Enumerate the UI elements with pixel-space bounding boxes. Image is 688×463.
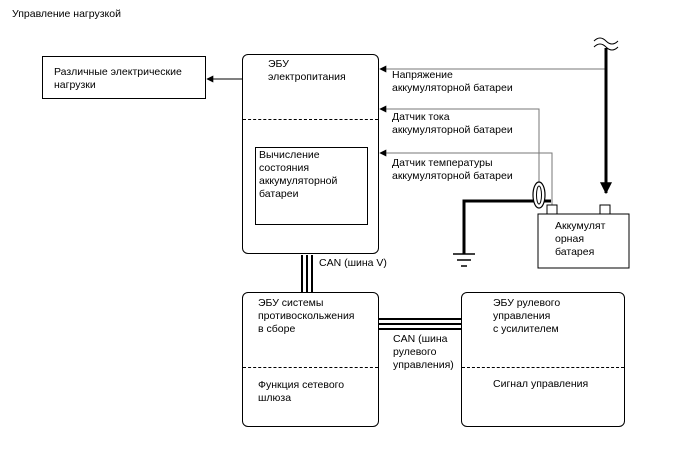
temperature-label-1: Датчик температуры — [392, 157, 493, 169]
steering-ecu-divider — [462, 367, 624, 368]
power-ecu-label-2: электропитания — [268, 71, 346, 83]
temperature-label-2: аккумуляторной батареи — [392, 170, 513, 182]
can-v-label: CAN (шина V) — [319, 257, 387, 269]
voltage-label-1: Напряжение — [392, 69, 453, 81]
cable-break-symbol — [593, 37, 619, 45]
electrical-loads-box: Различные электрические нагрузки — [42, 56, 206, 99]
can-steering-label-2: рулевого — [393, 346, 437, 358]
control-signal-label: Сигнал управления — [493, 378, 589, 390]
loads-label-1: Различные электрические — [54, 66, 182, 78]
battery-body — [537, 213, 630, 269]
calc-label-2: состояния — [259, 162, 310, 174]
battery-label-3: батарея — [555, 246, 595, 258]
anti-skid-ecu-divider — [243, 367, 378, 368]
anti-skid-ecu-label-2: противоскольжения — [258, 310, 355, 322]
loads-label-2: нагрузки — [54, 79, 96, 91]
battery-positive-terminal — [599, 204, 611, 215]
calc-label-4: батареи — [259, 188, 299, 200]
battery-negative-terminal — [546, 204, 558, 215]
power-ecu-label-1: ЭБУ — [268, 58, 289, 70]
can-steering-label-1: CAN (шина — [393, 333, 448, 345]
anti-skid-ecu-box: ЭБУ системы противоскольжения в сборе Фу… — [242, 292, 379, 427]
current-label-2: аккумуляторной батареи — [392, 124, 513, 136]
anti-skid-ecu-label-3: в сборе — [258, 323, 296, 335]
voltage-label-2: аккумуляторной батареи — [392, 82, 513, 94]
calc-label-1: Вычисление — [259, 149, 320, 161]
gateway-function-label-1: Функция сетевого — [258, 379, 345, 391]
steering-ecu-label-2: управления — [493, 310, 551, 322]
steering-ecu-label-1: ЭБУ рулевого — [493, 297, 561, 309]
current-signal-line — [379, 105, 540, 183]
can-steering-label-3: управления) — [393, 359, 454, 371]
current-label-1: Датчик тока — [392, 111, 450, 123]
ground-cable — [462, 199, 551, 254]
gateway-function-label-2: шлюза — [258, 392, 292, 404]
temperature-signal-line — [379, 149, 553, 205]
diagram-title: Управление нагрузкой — [12, 8, 121, 20]
battery-label-2: орная — [555, 233, 585, 245]
power-steering-ecu-box: ЭБУ рулевого управления с усилителем Сиг… — [461, 292, 625, 427]
steering-ecu-label-3: с усилителем — [493, 323, 559, 335]
anti-skid-ecu-label-1: ЭБУ системы — [258, 297, 324, 309]
battery-state-calc-box: Вычисление состояния аккумуляторной бата… — [255, 147, 368, 225]
battery-label-1: Аккумулят — [555, 220, 606, 232]
power-ecu-divider — [243, 119, 378, 120]
power-supply-ecu-box: ЭБУ электропитания Вычисление состояния … — [242, 54, 379, 254]
calc-label-3: аккумуляторной — [259, 175, 338, 187]
